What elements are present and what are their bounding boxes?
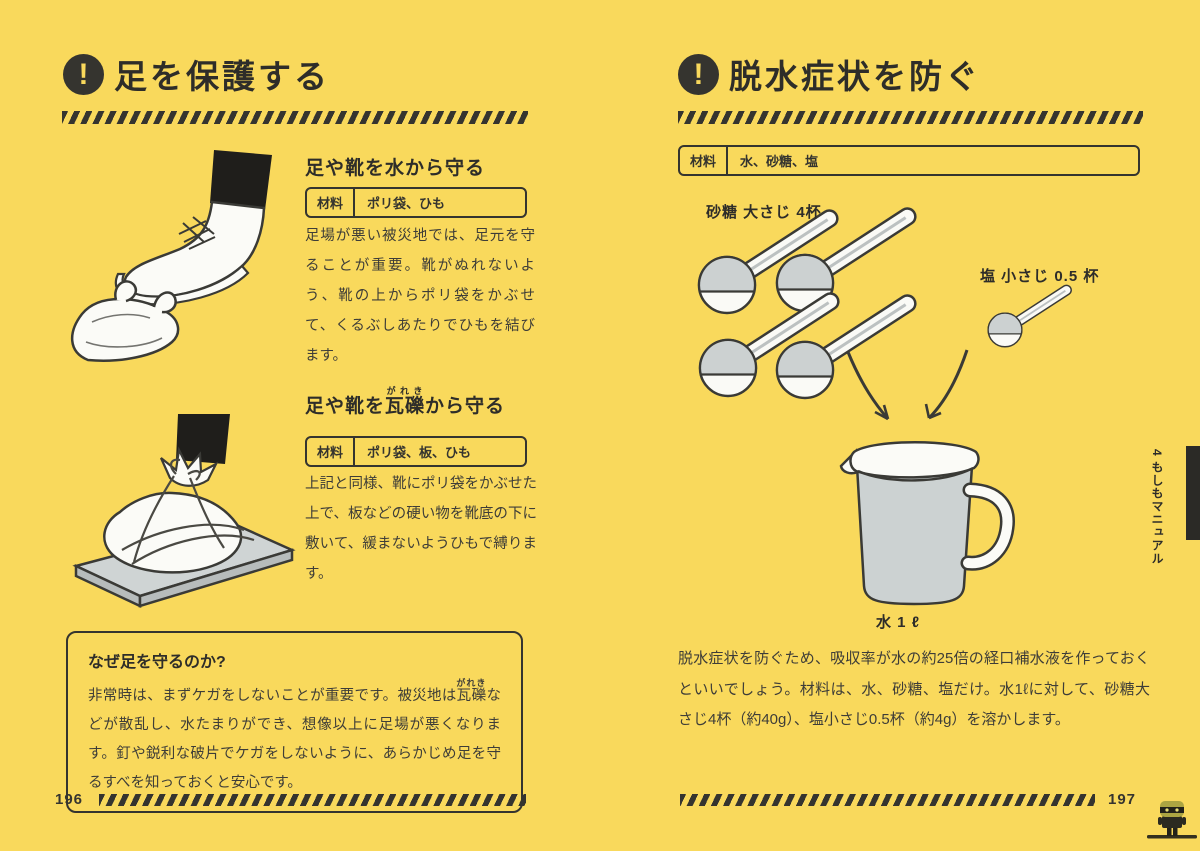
why-ruby-text: がれき (456, 678, 487, 688)
water-pitcher-icon (839, 441, 1015, 606)
mascot-icon (1147, 801, 1197, 839)
why-text: 非常時は、まずケガをしないことが重要です。被災地は (88, 688, 457, 704)
heading-ruby-base: 瓦礫 (385, 396, 426, 417)
salt-amount-label: 塩 小さじ 0.5 杯 (980, 268, 1100, 285)
left-page-title: 足を保護する (114, 58, 330, 95)
materials-value: ポリ袋、板、ひも (367, 445, 472, 460)
materials-label: 材料 (307, 438, 356, 465)
pour-arrows-icon (846, 349, 969, 421)
materials-value: ポリ袋、ひも (367, 196, 446, 211)
footer-stripe (680, 794, 1095, 806)
pant-leg-icon (210, 150, 272, 210)
sneaker-icon (123, 200, 266, 299)
heading-ruby-text: がれき (385, 386, 426, 396)
plastic-bag-icon (70, 280, 180, 362)
right-page-title: 脱水症状を防ぐ (729, 58, 981, 95)
alert-icon: ! (63, 53, 104, 95)
section-heading-water: 足や靴を水から守る (305, 158, 486, 179)
pant-leg-icon (176, 414, 230, 464)
bag-wrapped-foot-icon (103, 491, 243, 574)
materials-value: 水、砂糖、塩 (740, 154, 819, 169)
alert-icon: ! (678, 53, 719, 95)
shoe-and-bag-illustration (70, 150, 272, 362)
stripe-divider (678, 111, 1143, 124)
chapter-tab-marker (1186, 446, 1200, 540)
sugar-amount-label: 砂糖 大さじ 4杯 (706, 204, 822, 221)
why-ruby-base: 瓦礫 (456, 688, 487, 704)
materials-box: 材料 水、砂糖、塩 (678, 145, 1140, 176)
why-protect-feet-box: なぜ足を守るのか? 非常時は、まずケガをしないことが重要です。被災地は瓦礫がれき… (66, 631, 523, 813)
materials-label: 材料 (307, 189, 356, 216)
string-icon (121, 458, 255, 565)
why-text: などが散乱し、水たまりができ、想像以上に足場が悪くなります。釘や鋭利な破片でケガ… (88, 688, 501, 791)
laces (178, 216, 216, 250)
right-page-body: 脱水症状を防ぐため、吸収率が水の約25倍の経口補水液を作っておくといいでしょう。… (678, 650, 1150, 728)
stripe-divider (62, 111, 528, 124)
foot-on-board-illustration (72, 414, 296, 608)
why-box-body: 非常時は、まずケガをしないことが重要です。被災地は瓦礫がれきなどが散乱し、水たま… (88, 678, 501, 798)
footer-stripe (99, 794, 526, 806)
sugar-spoons-icon (697, 203, 920, 400)
heading-text: 足や靴を (305, 396, 386, 417)
materials-box: 材料 ポリ袋、ひも (305, 187, 527, 218)
materials-label: 材料 (680, 147, 729, 174)
page-number-left: 196 (55, 791, 84, 808)
materials-box: 材料 ポリ袋、板、ひも (305, 436, 527, 467)
section-body-rubble: 上記と同様、靴にポリ袋をかぶせた上で、板などの硬い物を靴底の下に敷いて、緩まない… (305, 476, 537, 582)
chapter-tab-label: 4 もしもマニュアル (1150, 449, 1164, 566)
salt-spoon-icon (987, 282, 1074, 348)
why-box-title: なぜ足を守るのか? (88, 654, 226, 671)
oral-rehydration-illustration (697, 203, 1074, 606)
section-body-water: 足場が悪い被災地では、足元を守ることが重要。靴がぬれないよう、靴の上からポリ袋を… (305, 228, 535, 364)
page-number-right: 197 (1108, 791, 1137, 808)
left-page-title-row: ! 足を保護する (63, 50, 330, 98)
heading-text: から守る (425, 396, 506, 417)
right-page-title-row: ! 脱水症状を防ぐ (678, 50, 981, 98)
water-amount-label: 水 1 ℓ (876, 614, 921, 631)
section-heading-rubble: 足や靴を瓦礫がれきから守る (305, 386, 505, 418)
